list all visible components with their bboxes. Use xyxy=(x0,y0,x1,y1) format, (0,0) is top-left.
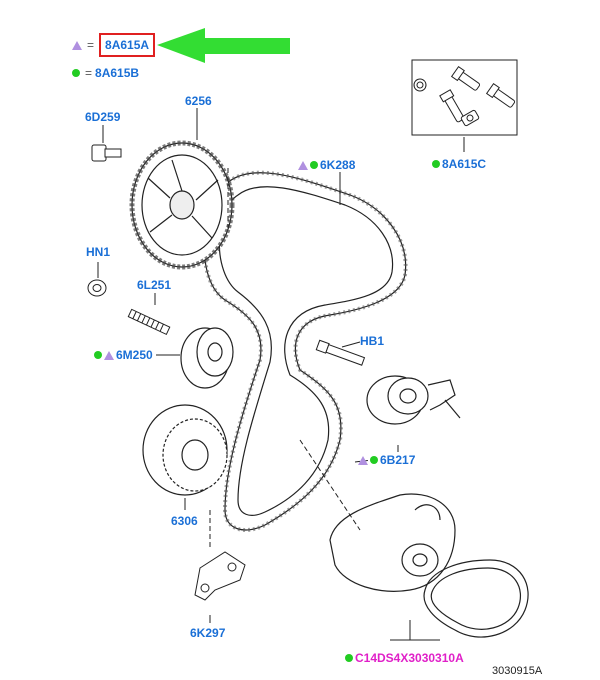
water-pump xyxy=(329,493,456,592)
triangle-marker-icon xyxy=(104,351,114,360)
callout-6L251: 6L251 xyxy=(137,278,172,292)
bolt-6D259 xyxy=(91,144,122,162)
callout-6D259: 6D259 xyxy=(85,110,121,124)
nut-HN1 xyxy=(87,279,107,297)
callout-C14DS4X3030310A: C14DS4X3030310A xyxy=(345,651,464,665)
triangle-marker-icon xyxy=(358,456,368,465)
callout-6K288: 6K288 xyxy=(298,158,355,172)
camshaft-sprocket xyxy=(129,140,235,270)
callout-6M250: 6M250 xyxy=(94,348,153,362)
callout-HB1: HB1 xyxy=(360,334,385,348)
pump-gasket xyxy=(423,559,529,638)
dot-marker-icon xyxy=(72,69,80,77)
callout-6B217: 6B217 xyxy=(358,453,415,467)
bolt-HB1 xyxy=(315,339,366,366)
dot-marker-icon xyxy=(432,160,440,168)
callout-6K297: 6K297 xyxy=(190,626,226,640)
green-arrow-icon xyxy=(157,28,290,63)
bracket-6K297 xyxy=(194,551,246,601)
triangle-marker-icon xyxy=(72,41,82,50)
dot-marker-icon xyxy=(345,654,353,662)
legend-triangle-row: =8A615A xyxy=(72,33,156,57)
callout-6256: 6256 xyxy=(185,94,212,108)
highlighted-part-code: 8A615A xyxy=(99,33,156,57)
dot-marker-icon xyxy=(310,161,318,169)
crankshaft-sprocket xyxy=(142,404,228,496)
diagram-reference-number: 3030915A xyxy=(492,665,543,677)
stud-6L251 xyxy=(127,308,171,336)
leader-lines xyxy=(97,108,465,641)
callout-8A615C: 8A615C xyxy=(432,157,486,171)
dot-marker-icon xyxy=(370,456,378,464)
dot-marker-icon xyxy=(94,351,102,359)
callout-HN1: HN1 xyxy=(86,245,111,259)
idler-pulley xyxy=(180,327,234,389)
triangle-marker-icon xyxy=(298,161,308,170)
callout-6306: 6306 xyxy=(171,514,198,528)
legend-dot-row: =8A615B xyxy=(72,66,139,80)
timing-belt xyxy=(202,170,408,532)
bolt-set-inset xyxy=(411,59,518,136)
tensioner xyxy=(366,375,461,425)
